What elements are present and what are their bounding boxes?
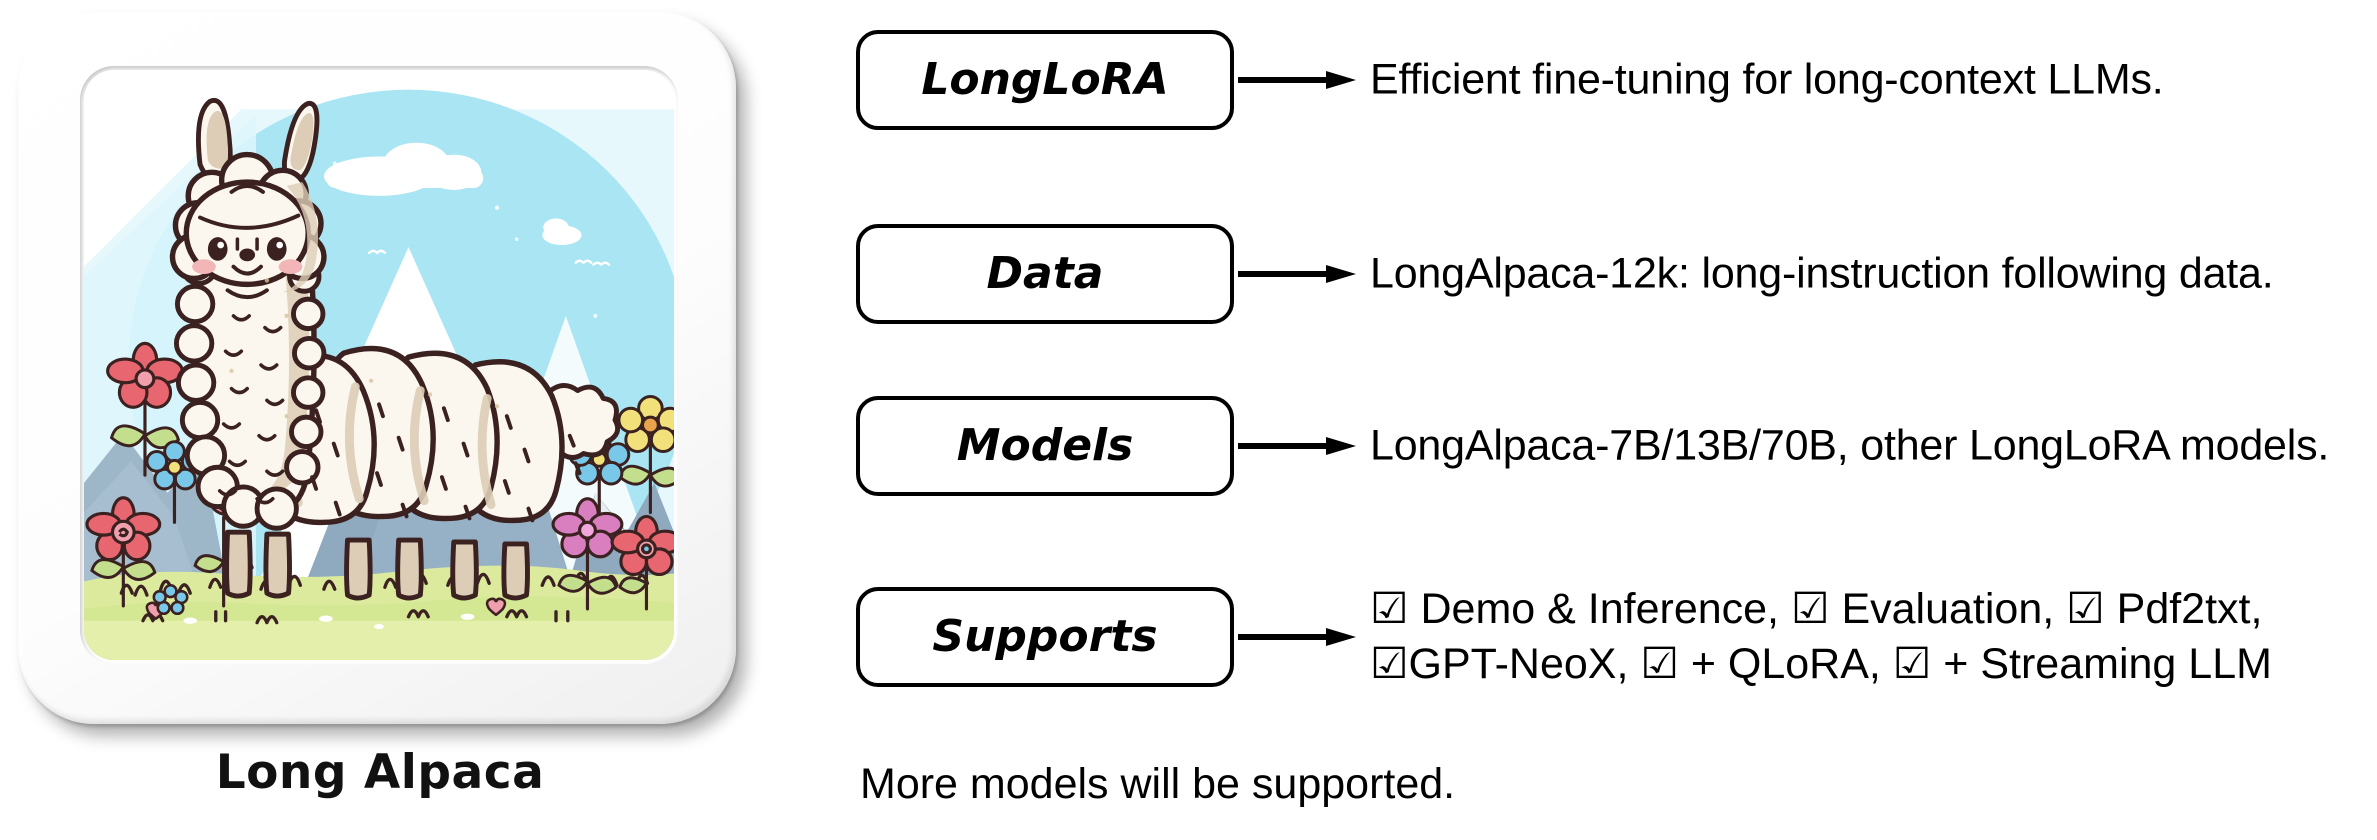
alpaca-card — [18, 12, 736, 724]
description-data: LongAlpaca-12k: long-instruction followi… — [1370, 249, 2274, 298]
diagram-panel: LongLoRA Efficient fine-tuning for long-… — [760, 0, 2377, 840]
node-label-models: Models — [956, 420, 1134, 471]
description-supports: ☑ Demo & Inference, ☑ Evaluation, ☑ Pdf2… — [1370, 582, 2272, 692]
alpaca-card-inner-frame — [80, 66, 678, 664]
flow-row-supports: Supports ☑ Demo & Inference, ☑ Evaluatio… — [760, 585, 2377, 688]
description-supports-line-1: ☑ Demo & Inference, ☑ Evaluation, ☑ Pdf2… — [1370, 584, 2263, 633]
flow-row-longlora: LongLoRA Efficient fine-tuning for long-… — [760, 30, 2377, 130]
node-label-longlora: LongLoRA — [921, 54, 1169, 105]
flow-row-models: Models LongAlpaca-7B/13B/70B, other Long… — [760, 396, 2377, 496]
flow-row-data: Data LongAlpaca-12k: long-instruction fo… — [760, 224, 2377, 324]
node-box-supports[interactable]: Supports — [856, 587, 1234, 687]
description-models: LongAlpaca-7B/13B/70B, other LongLoRA mo… — [1370, 421, 2330, 470]
arrow-icon-longlora — [1238, 71, 1356, 89]
alpaca-scene — [84, 70, 674, 660]
node-box-data[interactable]: Data — [856, 224, 1234, 324]
node-box-longlora[interactable]: LongLoRA — [856, 30, 1234, 130]
footer-note: More models will be supported. — [860, 760, 1456, 808]
arrow-icon-models — [1238, 437, 1356, 455]
node-label-data: Data — [986, 248, 1104, 299]
node-box-models[interactable]: Models — [856, 396, 1234, 496]
description-supports-line-2: ☑GPT-NeoX, ☑ + QLoRA, ☑ + Streaming LLM — [1370, 640, 2272, 688]
figure-panel: Long Alpaca — [0, 0, 760, 840]
arrow-icon-data — [1238, 265, 1356, 283]
node-label-supports: Supports — [932, 611, 1158, 662]
long-alpaca-illustration-svg — [84, 70, 674, 660]
figure-caption: Long Alpaca — [215, 745, 545, 800]
arrow-icon-supports — [1238, 628, 1356, 646]
description-longlora: Efficient fine-tuning for long-context L… — [1370, 55, 2164, 104]
